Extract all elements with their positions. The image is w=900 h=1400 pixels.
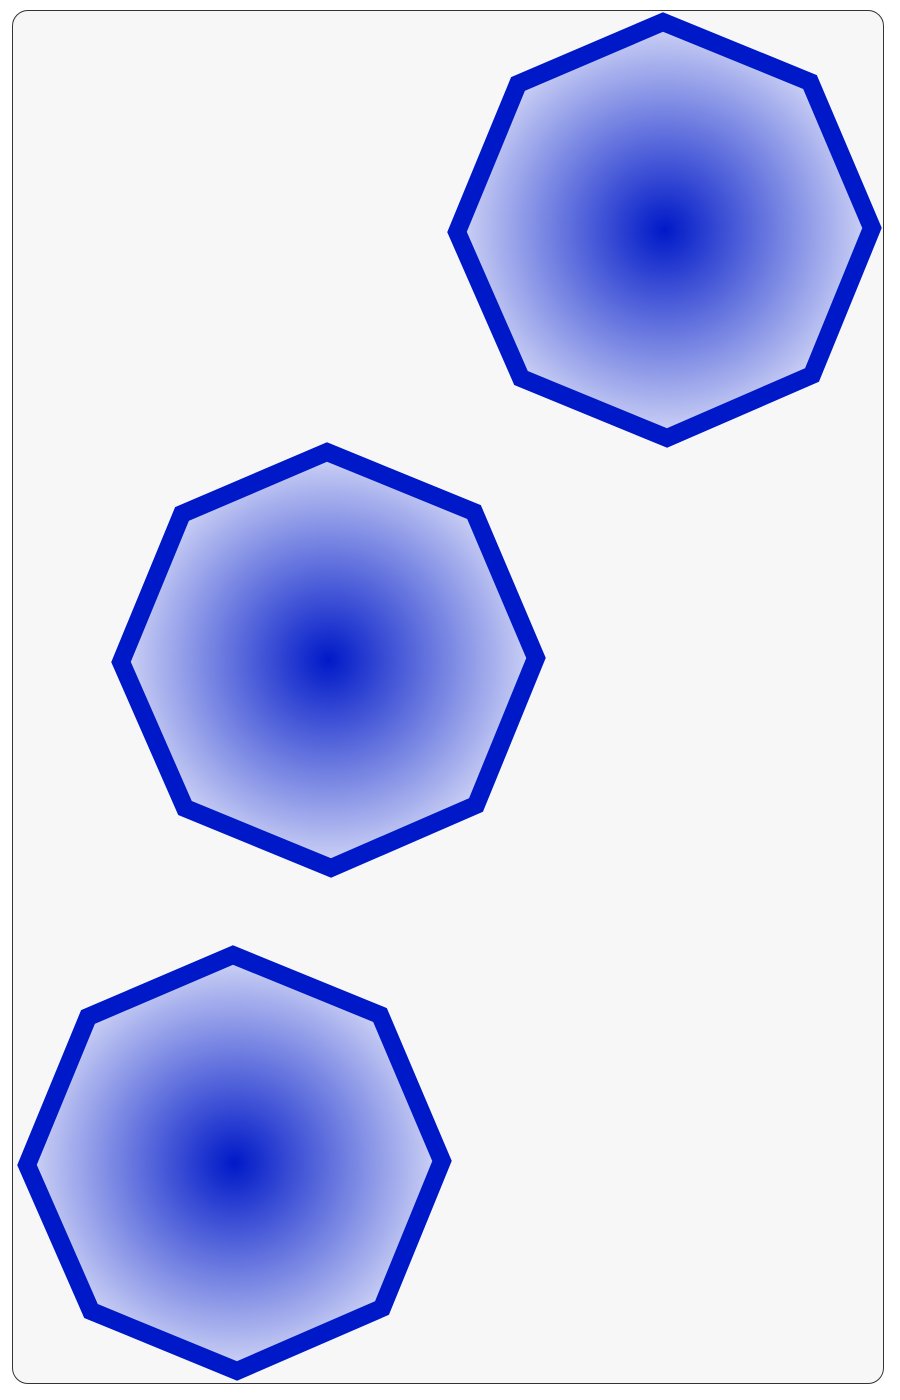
octagon-middle-left <box>111 442 546 878</box>
octagon-bottom-left <box>17 945 452 1381</box>
octagon-top-right <box>447 12 882 448</box>
